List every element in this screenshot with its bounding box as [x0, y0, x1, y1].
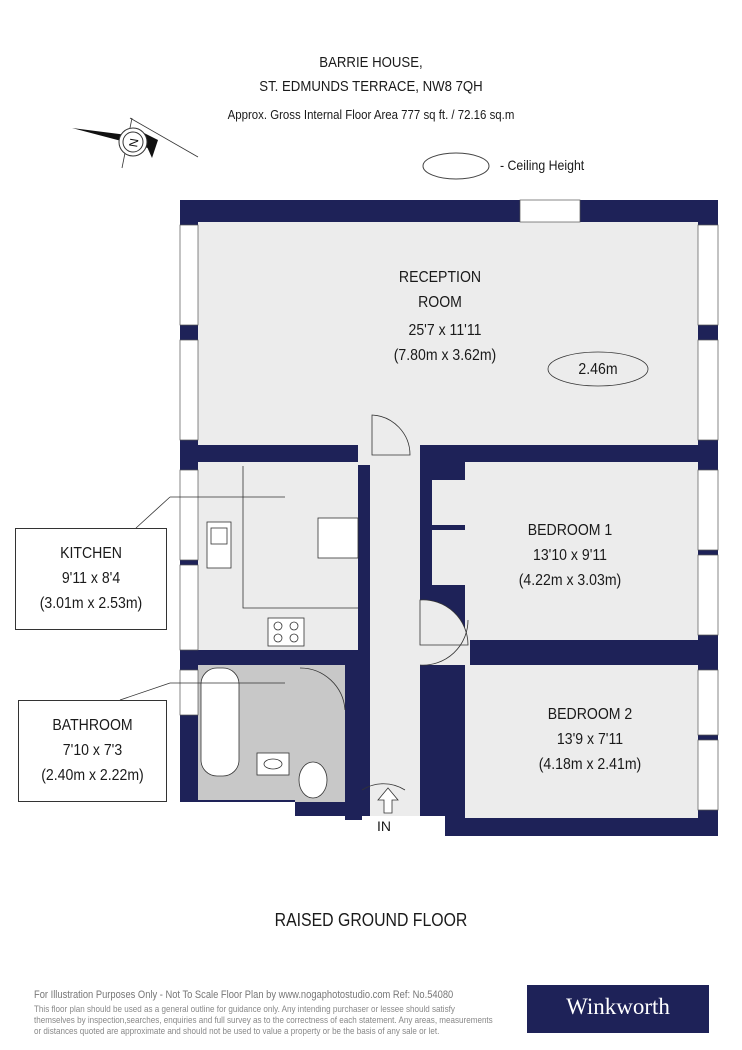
bathroom-metric: (2.40m x 2.22m)	[41, 767, 144, 784]
kitchen-label-box: KITCHEN 9'11 x 8'4 (3.01m x 2.53m)	[15, 528, 167, 630]
windows	[179, 199, 719, 811]
kitchen-name: KITCHEN	[60, 545, 122, 562]
floor-name: RAISED GROUND FLOOR	[274, 910, 468, 930]
bedroom1-imperial: 13'10 x 9'11	[532, 547, 608, 564]
entrance-label: IN	[377, 818, 391, 834]
footer-disclaimer-4: or distances quoted are approximate and …	[34, 1026, 440, 1037]
bedroom1-name: BEDROOM 1	[527, 522, 613, 539]
floor-area: Approx. Gross Internal Floor Area 777 sq…	[227, 107, 515, 122]
reception-name-2: ROOM	[418, 294, 462, 311]
footer-disclaimer-3: themselves by inspection,searches, enqui…	[34, 1015, 493, 1026]
kitchen-metric: (3.01m x 2.53m)	[39, 595, 143, 612]
bathroom-name: BATHROOM	[52, 717, 133, 734]
reception-metric: (7.80m x 3.62m)	[393, 347, 497, 364]
bedroom2-metric: (4.18m x 2.41m)	[538, 756, 642, 773]
doors	[299, 414, 469, 791]
ceiling-height-legend-label: - Ceiling Height	[500, 157, 585, 173]
footer-disclaimer-2: This floor plan should be used as a gene…	[34, 1004, 455, 1015]
bedroom-2	[465, 665, 698, 818]
property-address: ST. EDMUNDS TERRACE, NW8 7QH	[259, 78, 483, 95]
bedroom2-name: BEDROOM 2	[547, 706, 633, 723]
reception-ceiling-height: 2.46m	[578, 361, 618, 378]
hallway	[370, 445, 420, 816]
bathroom-label-box: BATHROOM 7'10 x 7'3 (2.40m x 2.22m)	[18, 700, 167, 802]
kitchen-imperial: 9'11 x 8'4	[61, 570, 121, 587]
reception-room	[198, 222, 698, 445]
bedroom-1	[465, 462, 698, 640]
bedroom2-imperial: 13'9 x 7'11	[556, 731, 624, 748]
compass-icon: N	[72, 117, 199, 169]
footer-disclaimer-1: For Illustration Purposes Only - Not To …	[34, 989, 454, 1001]
property-name: BARRIE HOUSE,	[319, 54, 423, 71]
bathroom-imperial: 7'10 x 7'3	[62, 742, 123, 759]
reception-name-1: RECEPTION	[398, 269, 482, 286]
reception-imperial: 25'7 x 11'11	[408, 322, 482, 339]
bedroom1-metric: (4.22m x 3.03m)	[518, 572, 622, 589]
floor-plan: N	[72, 117, 719, 836]
compass-n-label: N	[126, 137, 141, 148]
winkworth-logo: Winkworth	[527, 985, 709, 1033]
ceiling-height-legend-icon	[422, 152, 490, 180]
fixtures	[119, 351, 649, 814]
